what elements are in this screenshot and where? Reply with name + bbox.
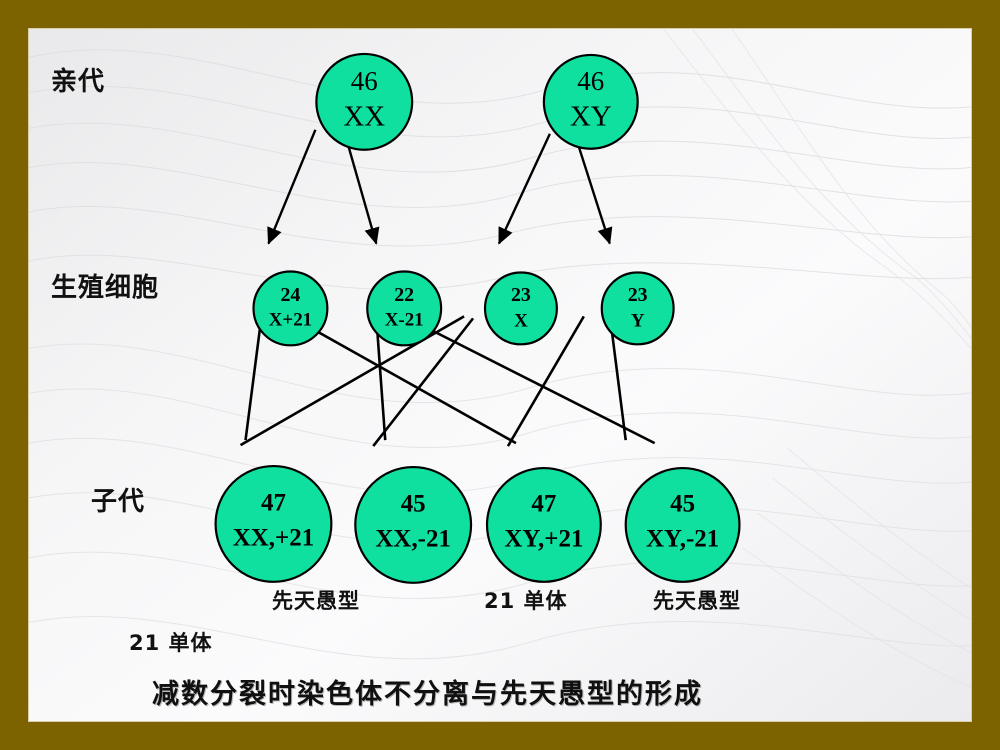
gamete-x-plus-21-circle[interactable] [252,270,329,347]
gamete-y-count: 23 [628,284,648,306]
offspring-xx-minus-21-count: 45 [401,491,426,518]
link-g1-o3 [287,314,517,445]
offspring-xy-minus-21-karyotype: XY,-21 [646,526,719,553]
parent-xx-count: 46 [351,66,378,96]
parent-xx-karyotype: XX [343,100,385,132]
stage-label-parent: 亲代 [51,67,106,97]
meiosis-arrow-p2-g4 [577,146,613,245]
phenotype-label-1: 先天愚型 [272,589,360,613]
gamete-x-count: 23 [511,284,531,306]
slide-content-area: 46 XX 46 XY 24 X+21 22 X-21 23 [28,28,972,722]
offspring-xx-plus-21-circle[interactable] [214,464,333,583]
gamete-x-circle[interactable] [483,271,558,346]
gamete-x-karyotype: X [514,311,528,332]
offspring-node-xx-plus-21[interactable]: 47 XX,+21 [214,464,333,583]
offspring-xy-plus-21-circle[interactable] [485,466,602,583]
phenotype-label-3: 先天愚型 [653,589,741,613]
gamete-y-karyotype: Y [631,311,645,332]
gamete-x-minus-21-karyotype: X-21 [385,310,424,331]
link-g4-o3 [506,315,585,447]
link-g1-o1 [244,316,263,441]
offspring-node-xy-plus-21[interactable]: 47 XY,+21 [485,466,602,583]
offspring-xx-plus-21-count: 47 [261,490,286,517]
parent-node-xy[interactable]: 46 XY [542,53,639,150]
parent-xy-circle[interactable] [542,53,639,150]
offspring-xy-plus-21-karyotype: XY,+21 [504,526,583,553]
meiosis-arrow-p2-g3 [497,133,551,245]
gamete-node-y[interactable]: 23 Y [600,271,675,346]
link-g2-o4 [401,314,656,445]
phenotype-label-4: 21 单体 [129,631,213,655]
gamete-node-x-plus-21[interactable]: 24 X+21 [252,270,329,347]
parent-xy-karyotype: XY [570,100,612,132]
offspring-node-xx-minus-21[interactable]: 45 XX,-21 [354,465,473,584]
fertilization-link-group [239,314,656,447]
stage-label-offspring: 子代 [91,487,146,517]
gamete-x-plus-21-karyotype: X+21 [269,310,312,331]
offspring-xy-minus-21-circle[interactable] [624,466,741,583]
gamete-node-x[interactable]: 23 X [483,271,558,346]
parent-xx-circle[interactable] [315,52,414,151]
offspring-xy-plus-21-count: 47 [531,491,556,518]
link-g3-o2 [372,317,475,447]
gamete-node-x-minus-21[interactable]: 22 X-21 [366,270,443,347]
parent-node-xx[interactable]: 46 XX [315,52,414,151]
gamete-x-minus-21-circle[interactable] [366,270,443,347]
genetics-pedigree-diagram: 46 XX 46 XY 24 X+21 22 X-21 23 [214,52,741,584]
meiosis-arrow-p1-g2 [347,145,380,245]
offspring-node-xy-minus-21[interactable]: 45 XY,-21 [624,466,741,583]
gamete-x-plus-21-count: 24 [280,284,300,306]
slide-caption: 减数分裂时染色体不分离与先天愚型的形成 [152,679,703,710]
offspring-xx-minus-21-circle[interactable] [354,465,473,584]
link-g2-o2 [374,316,387,441]
offspring-xy-minus-21-count: 45 [670,491,695,518]
gamete-x-minus-21-count: 22 [394,284,414,306]
parent-xy-count: 46 [577,66,604,96]
stage-label-gametes: 生殖细胞 [51,273,160,303]
offspring-xx-minus-21-karyotype: XX,-21 [375,526,450,553]
phenotype-label-2: 21 单体 [484,589,568,613]
offspring-xx-plus-21-karyotype: XX,+21 [233,525,314,552]
meiosis-arrow-group [267,129,613,245]
meiosis-arrow-p1-g1 [267,129,317,245]
gamete-y-circle[interactable] [600,271,675,346]
